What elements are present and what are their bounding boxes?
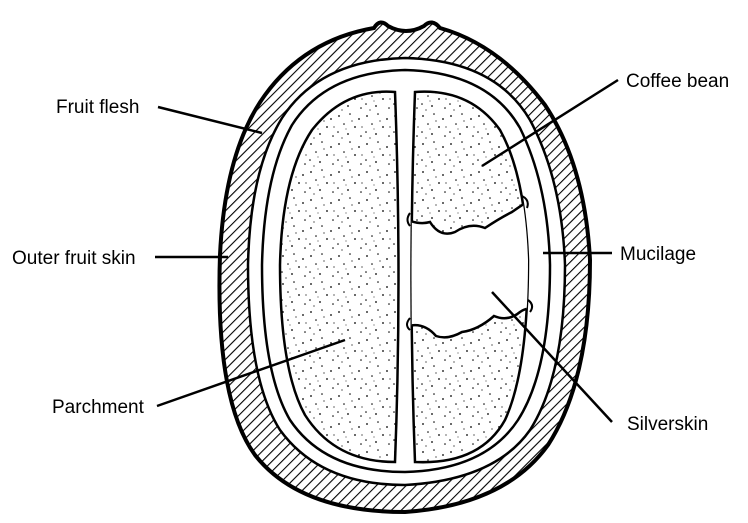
- label-coffee-bean: Coffee bean: [626, 71, 729, 92]
- label-fruit-flesh: Fruit flesh: [56, 97, 139, 118]
- label-parchment: Parchment: [52, 397, 145, 418]
- label-mucilage: Mucilage: [620, 244, 696, 265]
- leader-fruit-flesh: [158, 107, 262, 133]
- label-silverskin: Silverskin: [627, 414, 708, 435]
- label-outer-fruit-skin: Outer fruit skin: [12, 248, 136, 269]
